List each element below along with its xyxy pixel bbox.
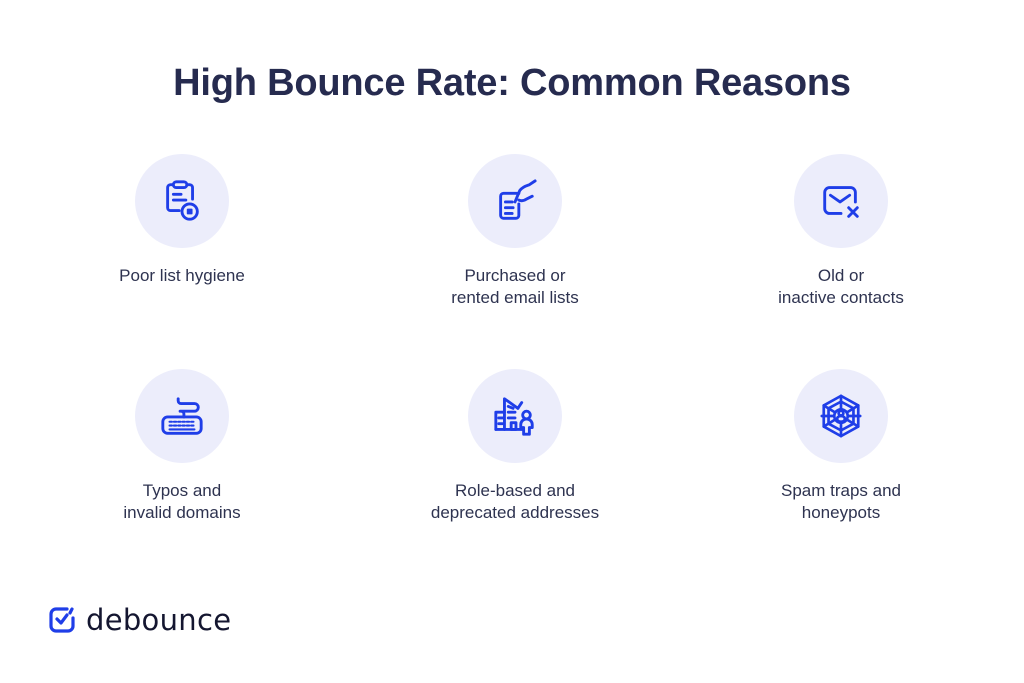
reason-card-spam-traps: Spam traps and honeypots — [711, 369, 971, 524]
debounce-check-logo-icon — [49, 607, 75, 633]
reason-label: Typos and invalid domains — [123, 481, 241, 522]
reason-label: Spam traps and honeypots — [780, 481, 901, 522]
reason-card-poor-list-hygiene: Poor list hygiene — [52, 154, 312, 287]
building-person-icon — [494, 397, 534, 436]
icon-circle — [794, 369, 888, 463]
icon-circle — [468, 369, 562, 463]
keyboard-icon — [161, 397, 203, 435]
reason-label: Old or inactive contacts — [778, 266, 904, 307]
icon-circle — [468, 154, 562, 248]
hand-document-icon — [499, 179, 537, 220]
icon-circle — [794, 154, 888, 248]
reason-label: Poor list hygiene — [119, 266, 245, 285]
reason-card-purchased-lists: Purchased or rented email lists — [385, 154, 645, 309]
reason-label: Purchased or rented email lists — [451, 266, 579, 307]
brand-name: debounce — [86, 603, 232, 637]
icon-circle — [135, 369, 229, 463]
spider-web-icon — [820, 394, 862, 438]
mail-x-icon — [823, 186, 859, 218]
reason-card-role-based: Role-based and deprecated addresses — [385, 369, 645, 524]
icon-circle — [135, 154, 229, 248]
clipboard-x-icon — [166, 180, 199, 221]
reason-card-typos: Typos and invalid domains — [52, 369, 312, 524]
page-title: High Bounce Rate: Common Reasons — [173, 62, 851, 104]
reason-label: Role-based and deprecated addresses — [430, 481, 600, 522]
reason-card-old-contacts: Old or inactive contacts — [711, 154, 971, 309]
brand-logo: debounce — [48, 604, 231, 636]
